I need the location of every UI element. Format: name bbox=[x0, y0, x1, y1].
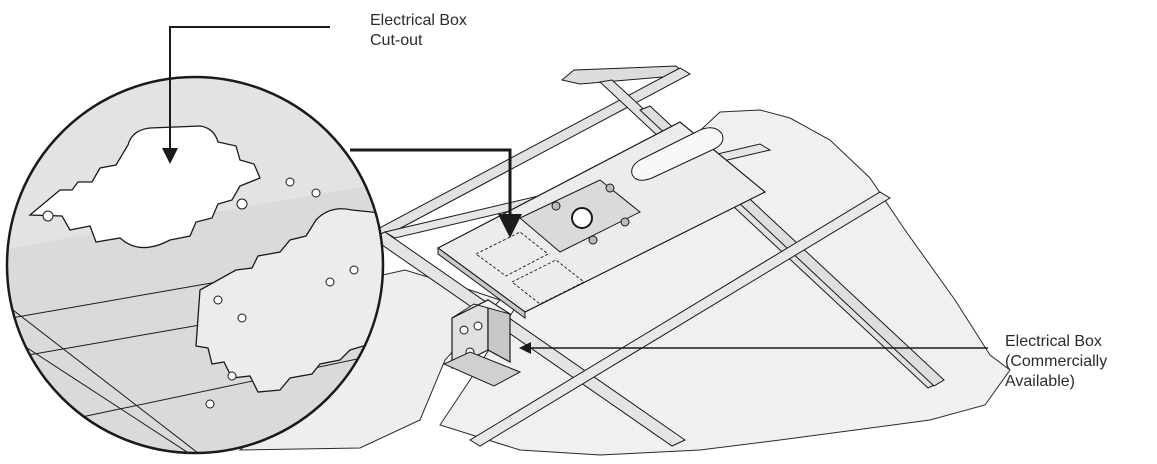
callout-box-line-1: Electrical Box bbox=[1005, 333, 1102, 350]
electrical-box-bracket bbox=[442, 351, 522, 387]
electrical-box-top bbox=[451, 299, 511, 319]
cutout-shape-upper bbox=[28, 125, 261, 249]
callout-box-line-2: (Commercially bbox=[1005, 353, 1108, 370]
wing-nut-4 bbox=[620, 217, 630, 227]
plate-slot bbox=[631, 127, 724, 181]
mounting-plate-edge bbox=[437, 247, 526, 319]
wing-nut-1 bbox=[551, 201, 561, 211]
wing-nut-2 bbox=[605, 183, 615, 193]
knockout-2 bbox=[473, 321, 483, 331]
callout-electrical-box: Electrical Box (Commercially Available) bbox=[1005, 332, 1107, 392]
wing-nut-3 bbox=[588, 235, 598, 245]
callout-box-line-3: Available) bbox=[1005, 373, 1075, 390]
callout-cutout-line-2: Cut-out bbox=[370, 32, 423, 49]
t-bar-cross-front bbox=[469, 191, 891, 447]
magnifier-detail bbox=[7, 77, 383, 453]
callout-electrical-box-cutout: Electrical Box Cut-out bbox=[370, 11, 467, 51]
plate-cutout-small-1 bbox=[475, 231, 549, 277]
magnifier-rim bbox=[5, 75, 385, 455]
callout-cutout-line-1: Electrical Box bbox=[370, 12, 467, 29]
plate-center-hole bbox=[571, 207, 593, 229]
knockout-1 bbox=[459, 325, 469, 335]
magnifier-leader-line bbox=[350, 148, 522, 238]
cutout-leader-line bbox=[162, 26, 330, 164]
plate-cutout-small-2 bbox=[511, 259, 585, 305]
